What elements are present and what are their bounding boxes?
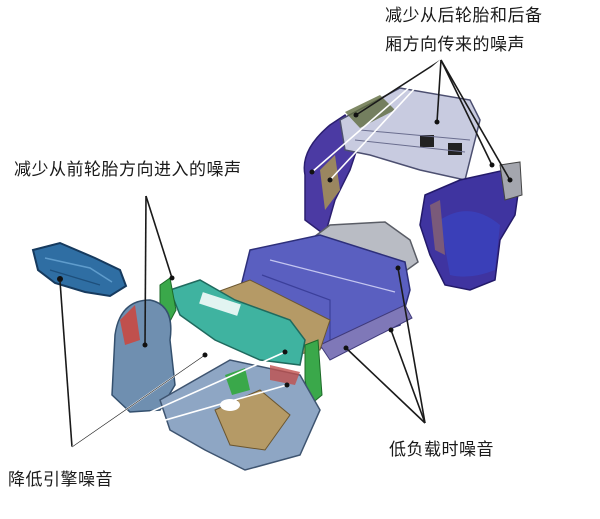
engine-undercover [31,241,128,298]
label-rear-noise-line1: 减少从后轮胎和后备 [385,6,543,26]
leader-lines-front [142,195,175,348]
label-rear-noise-line2: 厢方向传来的噪声 [385,35,525,55]
label-low-load-noise: 低负载时噪音 [389,440,494,460]
leader-lines-lowload [343,265,426,424]
label-front-tire-noise: 减少从前轮胎方向进入的噪声 [14,160,242,180]
label-rear-noise: 减少从后轮胎和后备 厢方向传来的噪声 [385,5,543,56]
label-engine-noise: 降低引擎噪音 [8,470,113,490]
leader-lines-rear [309,59,513,183]
leader-lines-engine [59,280,290,448]
floor-assembly [111,221,419,471]
rear-structure [303,87,523,291]
